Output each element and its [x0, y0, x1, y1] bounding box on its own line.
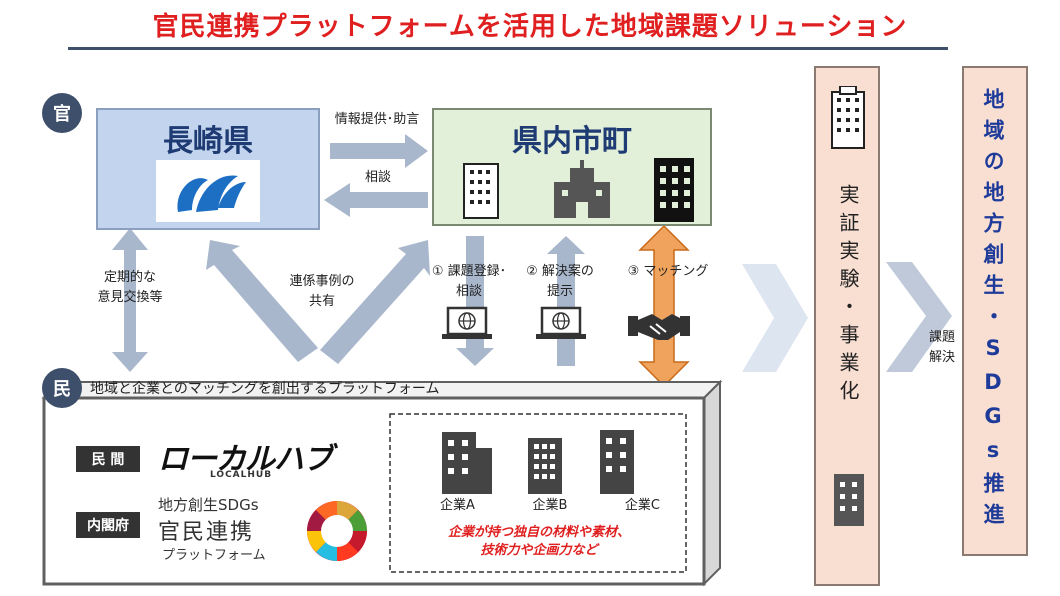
sdgs-line1: 地方創生SDGs	[158, 496, 259, 514]
demo-text: 実証実験・事業化	[836, 184, 860, 408]
regular-exchange-label: 定期的な 意見交換等	[97, 270, 163, 305]
municipal-icons	[463, 158, 694, 222]
laptop-globe-icon	[442, 306, 492, 339]
nagasaki-emblem-icon	[177, 175, 246, 212]
company-a-label: 企業A	[440, 498, 475, 513]
share-label: 連係事例の 共有	[289, 274, 355, 309]
step3-label: ③ マッチング	[627, 264, 709, 279]
info-arrow	[330, 134, 428, 168]
municipal-label: 県内市町	[512, 124, 632, 159]
handshake-icon	[628, 314, 690, 340]
company-labels: 企業A 企業B 企業C	[440, 494, 660, 513]
regular-exchange-arrow	[112, 228, 148, 372]
nagasaki-logo	[156, 160, 260, 222]
result-column: 地域の地方創生・SDGs推進	[962, 66, 1028, 556]
step2-label: ② 解決案の 提示	[526, 264, 594, 299]
platform-header: 地域と企業とのマッチングを創出するプラットフォーム	[90, 381, 440, 397]
demo-company-icon	[834, 474, 864, 526]
page-title: 官民連携プラットフォームを活用した地域課題ソリューション	[152, 12, 908, 42]
cabinet-tag: 内閣府	[76, 512, 140, 538]
chevron-to-result	[886, 262, 952, 372]
consult-arrow	[324, 183, 428, 217]
step-icons	[442, 306, 690, 340]
share-arrow-right	[320, 240, 430, 364]
company-building-icon	[442, 432, 492, 494]
nagasaki-label: 長崎県	[163, 124, 253, 159]
laptop-globe-icon	[536, 306, 586, 339]
company-note-line2: 技術力や企画力など	[480, 543, 598, 558]
building-icon	[463, 163, 499, 219]
private-badge: 民	[42, 368, 82, 408]
result-text: 地域の地方創生・SDGs推進	[981, 88, 1005, 534]
localhub-logo: ローカルハブ	[158, 442, 333, 477]
chevron-to-demo	[742, 264, 808, 372]
company-icons	[442, 430, 634, 494]
gov-badge: 官	[42, 93, 82, 133]
info-label: 情報提供･助言	[334, 112, 420, 127]
demo-building-icon	[831, 86, 865, 149]
title-underline	[68, 47, 948, 50]
nagasaki-box: 長崎県	[96, 108, 320, 230]
company-building-icon	[600, 430, 634, 494]
solve-label: 課題 解決	[928, 330, 955, 365]
demo-column: 実証実験・事業化	[814, 66, 880, 586]
sdgs-wheel-icon	[307, 501, 367, 561]
step2-arrow	[547, 236, 585, 366]
private-tag: 民 間	[76, 446, 140, 472]
platform-box-side	[703, 379, 721, 587]
step1-label: ① 課題登録･ 相談	[431, 264, 507, 299]
municipal-box: 県内市町	[432, 108, 712, 226]
localhub-sub: LOCALHUB	[210, 470, 273, 480]
sdgs-line2: 官民連携	[158, 520, 255, 545]
company-building-icon	[528, 438, 562, 494]
office-icon	[654, 158, 694, 222]
company-note: 企業が持つ独自の材料や素材、 技術力や企画力など	[396, 524, 682, 560]
share-arrow-left	[206, 240, 318, 362]
school-icon	[554, 160, 610, 218]
company-region	[389, 413, 687, 573]
sdgs-line3: プラットフォーム	[162, 548, 266, 563]
platform-box-front	[42, 396, 706, 586]
company-c-label: 企業C	[624, 498, 660, 513]
company-note-line1: 企業が持つ独自の材料や素材、	[447, 525, 630, 540]
company-b-label: 企業B	[532, 498, 568, 513]
step1-arrow	[456, 236, 494, 366]
consult-label: 相談	[364, 170, 391, 185]
